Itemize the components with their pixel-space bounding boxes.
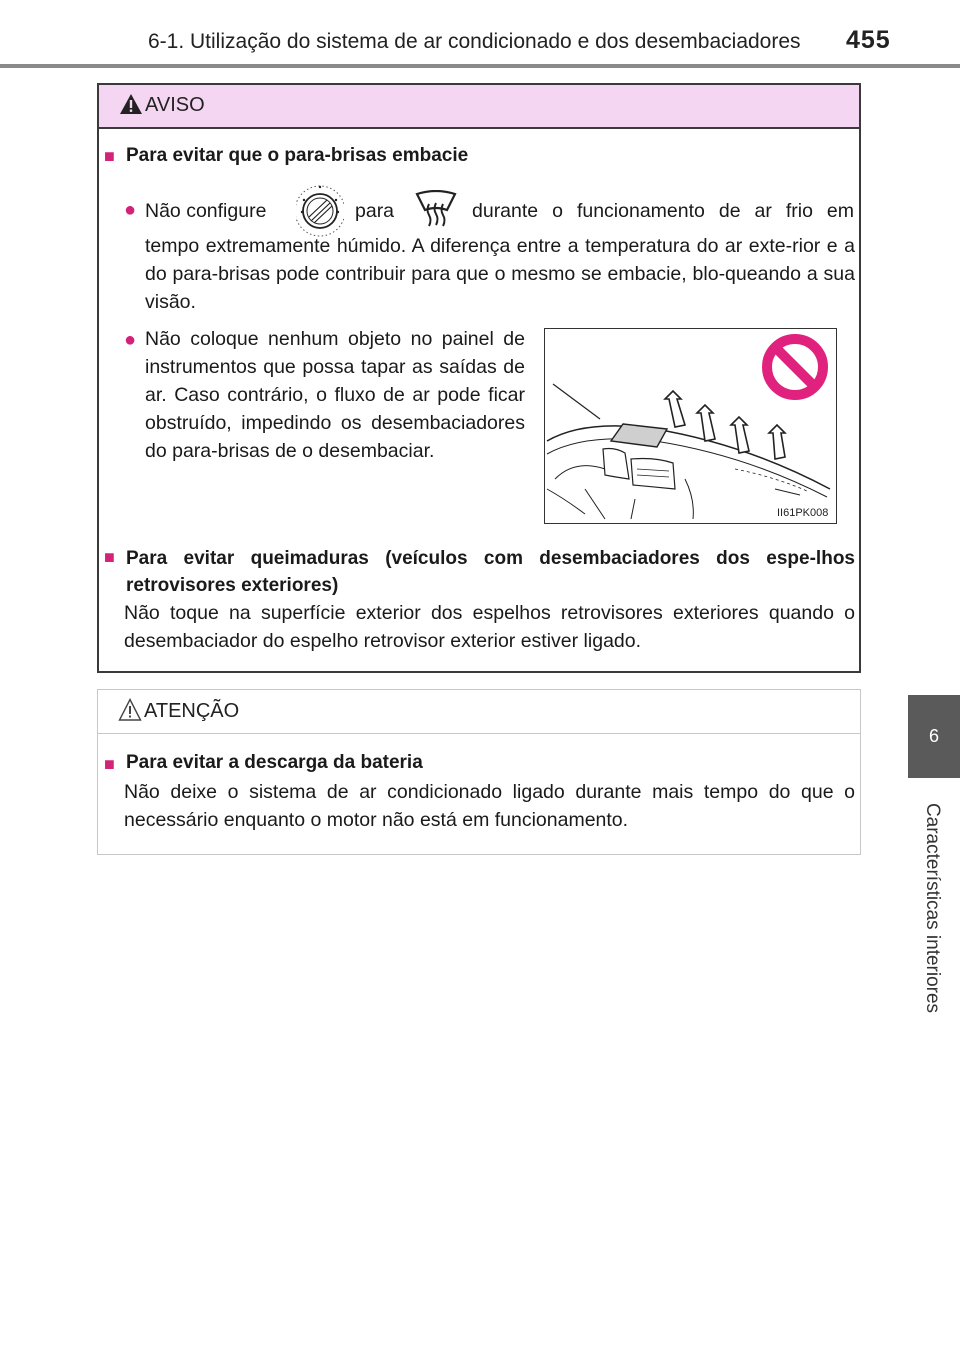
windshield-defroster-icon <box>415 190 457 227</box>
section-heading-windshield: Para evitar que o para-brisas embacie <box>126 145 469 166</box>
chapter-number: 6 <box>928 726 939 746</box>
chapter-tab[interactable]: 6 <box>908 695 960 778</box>
dashboard-drawing <box>546 334 831 520</box>
warning-title: AVISO <box>145 94 205 116</box>
caution-title: ATENÇÃO <box>144 700 240 722</box>
warning-header: AVISO <box>99 85 859 129</box>
section-marker-icon: ■ <box>104 547 115 567</box>
chapter-label: Características interiores <box>905 788 960 1028</box>
bullet-icon: ● <box>124 199 137 221</box>
figure-code: II61PK008 <box>777 507 829 519</box>
mode-dial-icon <box>296 185 344 237</box>
bullet1-part2: para <box>355 200 395 222</box>
bullet1-part1: Não configure <box>145 200 267 222</box>
chapter-label-text: Características interiores <box>922 802 944 1014</box>
bullet1-part3: durante o funcionamento de ar frio em <box>472 200 854 222</box>
page-number: 455 <box>846 26 891 54</box>
section-body-burns: Não toque na superfície exterior dos esp… <box>124 602 855 652</box>
caution-header: ATENÇÃO <box>98 690 860 734</box>
bullet-icon: ● <box>124 329 137 351</box>
header-title: 6-1. Utilização do sistema de ar condici… <box>148 30 801 53</box>
section-marker-icon: ■ <box>104 754 115 774</box>
bullet1-continuation: tempo extremamente húmido. A diferença e… <box>145 235 855 313</box>
warning-triangle-icon <box>120 94 142 114</box>
header-rule <box>0 64 960 68</box>
caution-heading: Para evitar a descarga da bateria <box>126 752 423 773</box>
caution-body: Não deixe o sistema de ar condicionado l… <box>124 781 855 831</box>
section-marker-icon: ■ <box>104 146 115 166</box>
section-heading-burns: Para evitar queimaduras (veículos com de… <box>126 548 855 596</box>
dashboard-illustration: II61PK008 <box>544 328 837 524</box>
caution-triangle-icon <box>118 698 142 721</box>
bullet2-text: Não coloque nenhum objeto no painel de i… <box>145 328 525 462</box>
caution-box: ATENÇÃO <box>97 689 861 855</box>
